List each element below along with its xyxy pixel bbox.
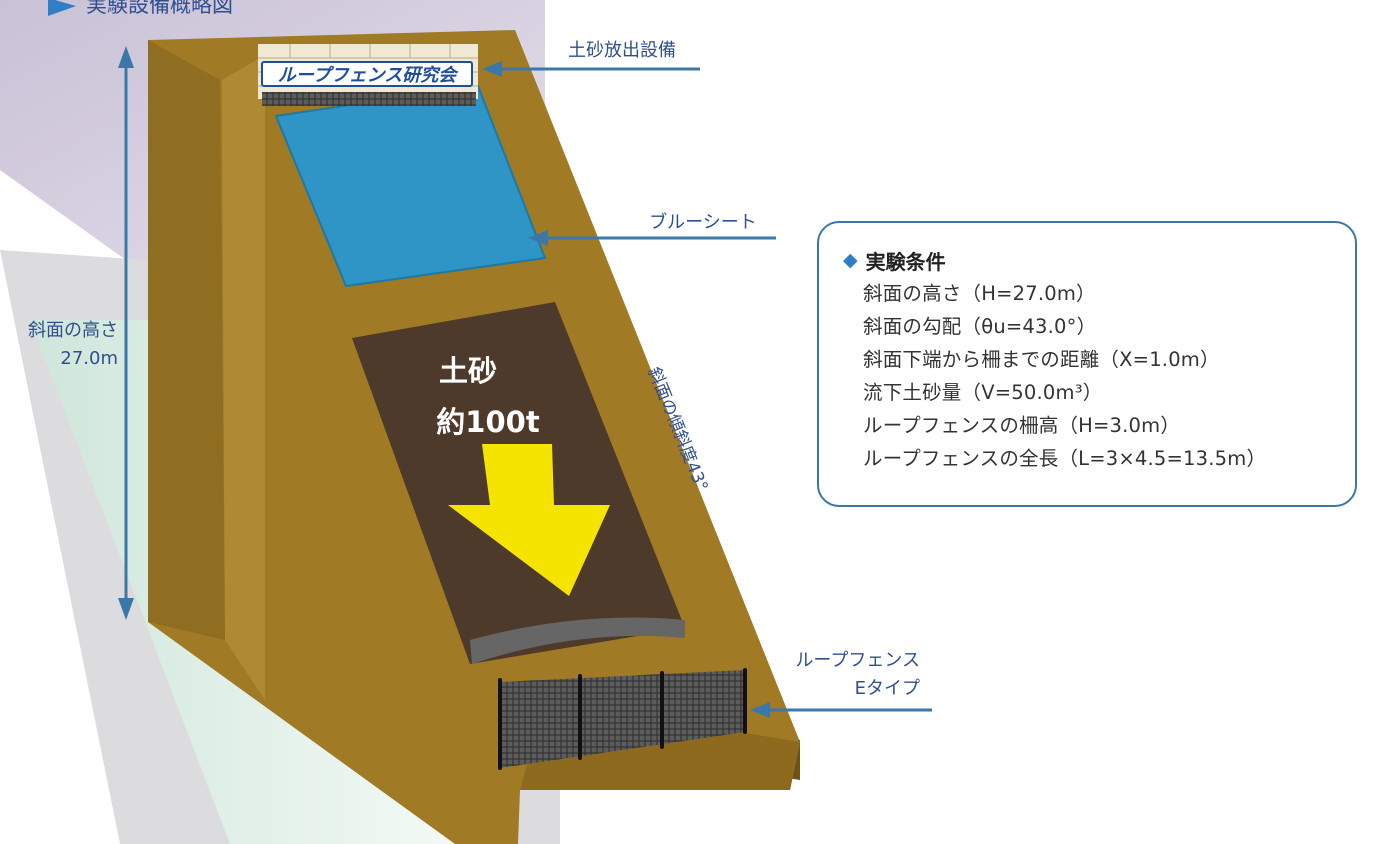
callout-sheet-text: ブルーシート [649, 211, 757, 233]
callout-release: 土砂放出設備 [482, 40, 700, 77]
condition-item: 斜面下端から柵までの距離（X=1.0m） [863, 348, 1220, 371]
conditions-box: ◆ 実験条件 斜面の高さ（H=27.0m） 斜面の勾配（θu=43.0°） 斜面… [817, 221, 1357, 507]
loop-fence [498, 668, 747, 770]
callout-fence: ループフェンス Eタイプ [750, 650, 932, 718]
height-label-line1: 斜面の高さ [28, 320, 118, 341]
height-arrow-top-icon [118, 46, 134, 68]
banner-frame [261, 61, 473, 87]
conditions-list: 斜面の高さ（H=27.0m） 斜面の勾配（θu=43.0°） 斜面下端から柵まで… [843, 277, 1355, 475]
figure-title: 実験設備概略図 [48, 0, 233, 17]
figure-title-text: 実験設備概略図 [86, 0, 233, 17]
callout-fence-text-line1: ループフェンス [795, 650, 920, 671]
soil-roll [470, 617, 685, 664]
condition-item: 斜面の勾配（θu=43.0°） [863, 315, 1097, 338]
embankment-left-face [148, 40, 225, 640]
release-facility: ループフェンス研究会 [258, 44, 478, 106]
condition-item: ループフェンスの全長（L=3×4.5=13.5m） [863, 447, 1267, 470]
soil-label-line2: 約100t [436, 405, 540, 439]
height-arrow-bottom-icon [118, 598, 134, 620]
callout-release-text: 土砂放出設備 [568, 40, 676, 61]
down-arrow-icon [448, 444, 610, 596]
callout-sheet-arrow-icon [528, 230, 548, 246]
soil-label-line1: 土砂 [439, 354, 497, 388]
embankment-left-ridge [222, 55, 265, 700]
title-triangle-icon [48, 0, 76, 16]
height-dimension: 斜面の高さ 27.0m [28, 46, 134, 620]
fence-mesh [500, 670, 745, 768]
callout-release-arrow-icon [482, 61, 502, 77]
diamond-icon: ◆ [843, 249, 858, 271]
soil-block: 土砂 約100t [352, 302, 685, 664]
callout-fence-text-line2: Eタイプ [855, 678, 920, 699]
callout-fence-arrow-icon [750, 702, 770, 718]
callout-sheet: ブルーシート [528, 211, 776, 246]
banner-text: ループフェンス研究会 [278, 65, 460, 86]
conditions-heading-text: 実験条件 [865, 249, 946, 274]
condition-item: 斜面の高さ（H=27.0m） [863, 282, 1096, 305]
condition-item: ループフェンスの柵高（H=3.0m） [863, 414, 1181, 437]
release-gate-mesh [262, 92, 476, 106]
condition-item: 流下土砂量（V=50.0m³） [863, 381, 1103, 404]
conditions-heading: ◆ 実験条件 [843, 243, 1355, 277]
height-label-line2: 27.0m [60, 348, 118, 369]
